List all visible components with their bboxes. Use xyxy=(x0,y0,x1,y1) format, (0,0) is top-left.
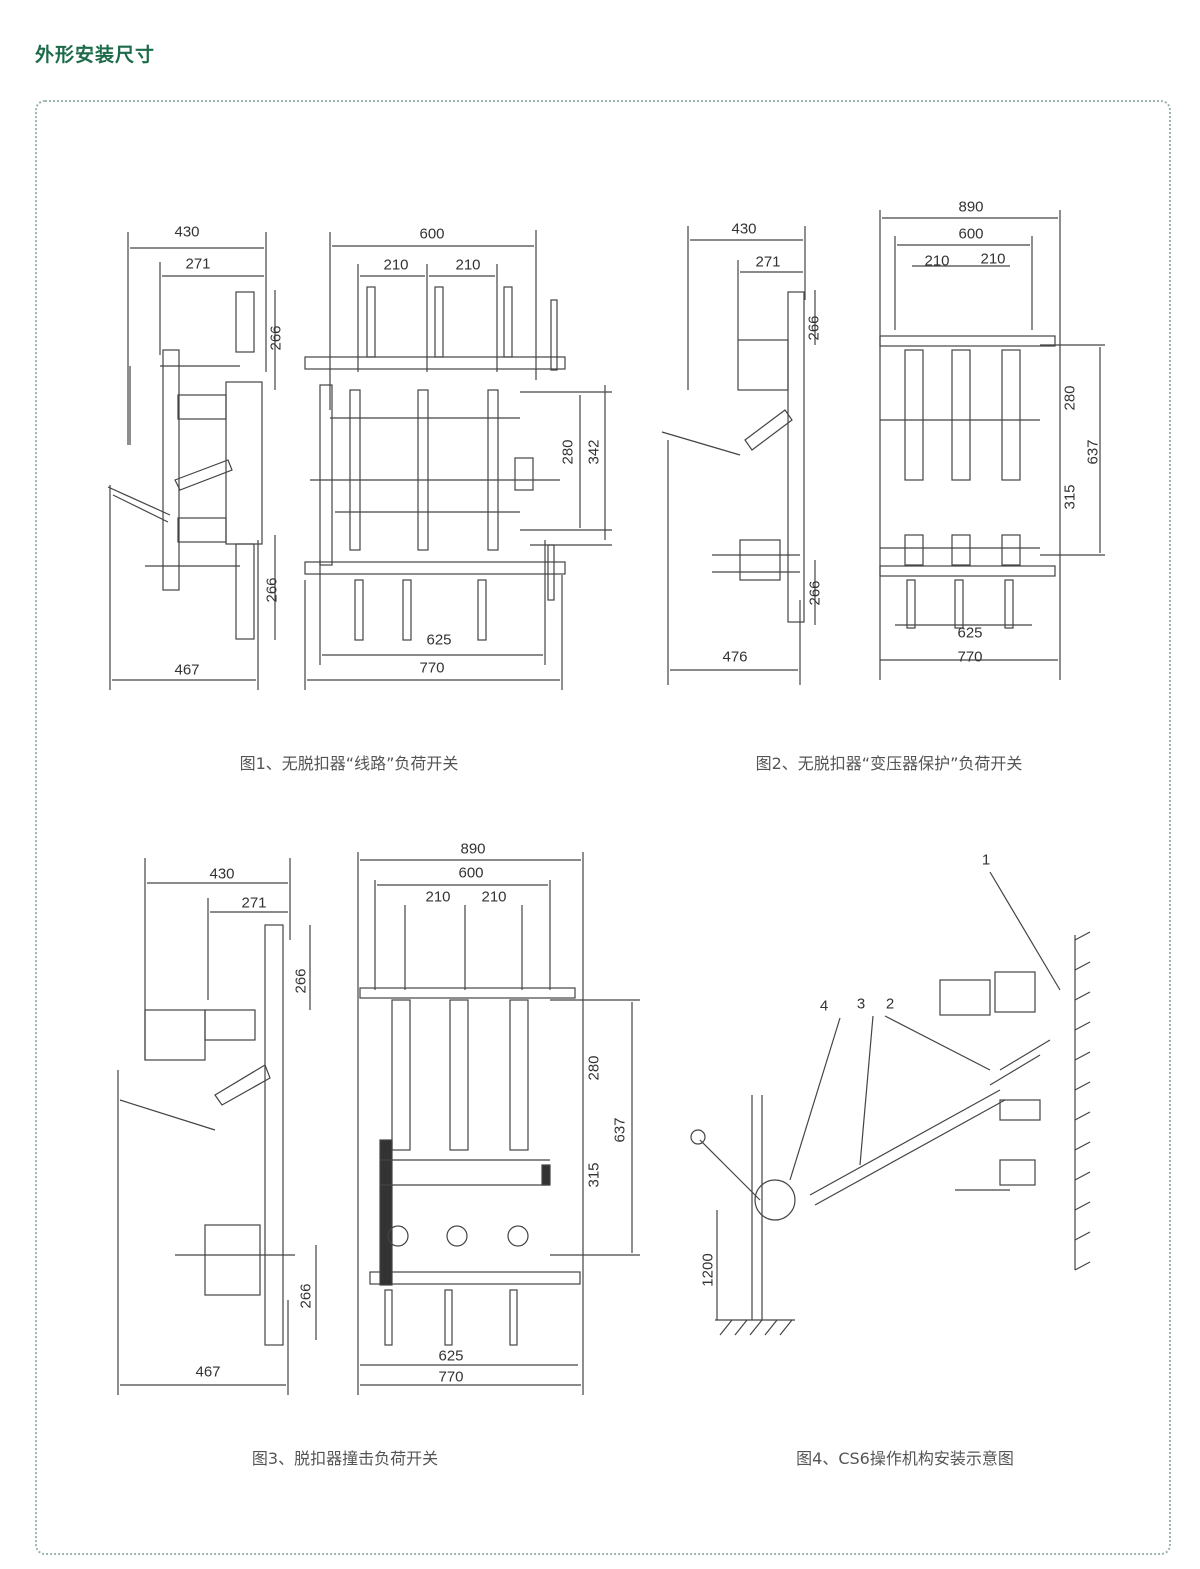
figure-1-front-view xyxy=(304,230,612,690)
dim-label: 770 xyxy=(438,1368,464,1386)
dim-label: 770 xyxy=(957,648,983,666)
part-number-label: 4 xyxy=(819,997,829,1015)
figure-3-side-view xyxy=(117,858,317,1395)
dim-label: 271 xyxy=(241,894,267,912)
figure-2-caption: 图2、无脱扣器“变压器保护”负荷开关 xyxy=(755,754,1023,773)
dim-label: 600 xyxy=(958,225,984,243)
dim-label: 770 xyxy=(419,659,445,677)
figure-4-caption: 图4、CS6操作机构安装示意图 xyxy=(796,1449,1014,1468)
drawing-frame xyxy=(35,100,1171,1555)
dim-label: 625 xyxy=(426,631,452,649)
dim-label: 271 xyxy=(755,253,781,271)
dim-label: 210 xyxy=(980,250,1006,268)
dim-label: 600 xyxy=(419,225,445,243)
part-number-label: 1 xyxy=(981,851,991,869)
figure-1-side-view xyxy=(107,232,276,690)
figure-1-caption: 图1、无脱扣器“线路”负荷开关 xyxy=(239,754,459,773)
dim-label: 210 xyxy=(425,888,451,906)
figure-3-front-view xyxy=(357,852,640,1395)
pole-3 xyxy=(477,286,513,641)
figure-3-caption: 图3、脱扣器撞击负荷开关 xyxy=(251,1449,439,1468)
part-number-label: 2 xyxy=(885,995,895,1013)
dim-label: 600 xyxy=(458,864,484,882)
dim-label: 210 xyxy=(383,256,409,274)
dim-label: 210 xyxy=(455,256,481,274)
dim-label: 266 xyxy=(267,325,285,351)
dim-label: 266 xyxy=(805,315,823,341)
dim-label: 637 xyxy=(1084,439,1102,465)
dim-label: 266 xyxy=(292,968,310,994)
dim-label: 280 xyxy=(1061,385,1079,411)
dim-label: 210 xyxy=(481,888,507,906)
figure-2-front-view xyxy=(879,210,1105,680)
dim-label: 890 xyxy=(958,198,984,216)
dim-label: 266 xyxy=(806,580,824,606)
dim-label: 210 xyxy=(924,252,950,270)
part-number-label: 3 xyxy=(856,995,866,1013)
dim-label: 625 xyxy=(438,1347,464,1365)
section-title: 外形安装尺寸 xyxy=(35,44,156,66)
dim-label: 342 xyxy=(585,439,603,465)
dim-label: 467 xyxy=(195,1363,221,1381)
dim-label: 266 xyxy=(263,577,281,603)
dim-label: 625 xyxy=(957,624,983,642)
dim-label: 271 xyxy=(185,255,211,273)
dim-label: 637 xyxy=(611,1117,629,1143)
dim-label: 315 xyxy=(1061,484,1079,510)
dim-label: 476 xyxy=(722,648,748,666)
dim-label: 430 xyxy=(209,865,235,883)
figure-4-mechanism xyxy=(690,871,1091,1336)
dim-label: 266 xyxy=(297,1283,315,1309)
dim-label: 430 xyxy=(731,220,757,238)
dim-label: 1200 xyxy=(699,1253,717,1287)
dim-label: 467 xyxy=(174,661,200,679)
figure-2-side-view xyxy=(661,226,816,685)
dim-label: 890 xyxy=(460,840,486,858)
dim-label: 430 xyxy=(174,223,200,241)
dim-label: 280 xyxy=(585,1055,603,1081)
dim-label: 280 xyxy=(559,439,577,465)
pole-1 xyxy=(349,286,376,641)
pole-2 xyxy=(402,286,444,641)
dim-label: 315 xyxy=(585,1162,603,1188)
